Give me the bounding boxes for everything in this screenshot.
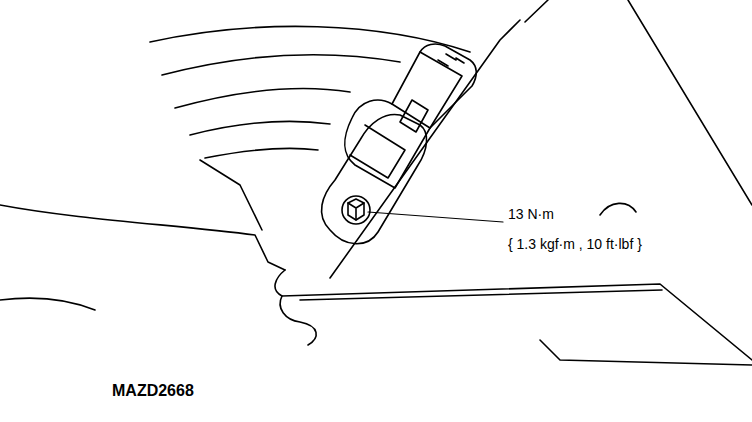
sensor-connector-edge	[420, 52, 462, 128]
housing-edge	[200, 160, 262, 230]
engine-contour	[162, 55, 400, 75]
housing-edge	[628, 0, 752, 205]
housing-edge	[300, 290, 662, 300]
torque-value: 13 N·m	[508, 206, 554, 222]
connector-ribs	[438, 54, 464, 66]
bolt-head-edge	[348, 203, 364, 220]
housing-detail	[600, 203, 636, 215]
housing-edge	[540, 340, 752, 365]
housing-edge	[0, 298, 95, 310]
engine-contour	[205, 148, 318, 158]
housing-lip	[280, 296, 316, 345]
sensor-flange	[322, 114, 427, 243]
engine-contour	[190, 121, 330, 135]
sensor-body-edge	[350, 125, 405, 178]
torque-conversion: { 1.3 kgf·m , 10 ft·lbf }	[508, 236, 642, 252]
housing-edge	[0, 205, 285, 270]
mounting-face-edge	[525, 0, 548, 22]
housing-edge	[275, 270, 752, 360]
bolt-flange	[342, 196, 370, 224]
leader-line	[368, 212, 503, 222]
figure-code: MAZD2668	[112, 382, 194, 400]
engine-contour	[150, 26, 470, 52]
bolt-head	[348, 199, 364, 220]
engine-contour	[175, 89, 350, 108]
connector-latch	[400, 100, 428, 132]
sensor-body	[345, 100, 430, 188]
sensor-connector	[392, 44, 476, 128]
